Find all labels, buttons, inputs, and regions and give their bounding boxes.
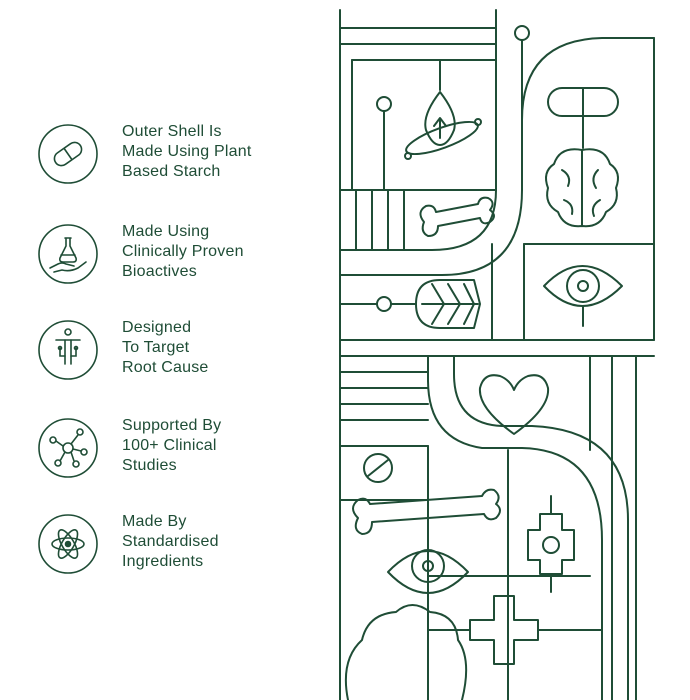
feature-plant-starch: Outer Shell Is Made Using Plant Based St… <box>36 122 316 186</box>
feature-label: Made By Standardised Ingredients <box>122 513 219 570</box>
feature-clinical-studies: Supported By 100+ Clinical Studies <box>36 416 316 480</box>
molecule-network-icon <box>36 416 100 480</box>
feature-label: Designed To Target Root Cause <box>122 319 209 376</box>
feature-clinical-bioactives: Made Using Clinically Proven Bioactives <box>36 222 316 286</box>
feature-standardised-ingredients: Made By Standardised Ingredients <box>36 512 316 576</box>
health-illustration <box>332 0 690 700</box>
feature-root-cause: Designed To Target Root Cause <box>36 318 316 382</box>
feature-label: Supported By 100+ Clinical Studies <box>122 417 222 474</box>
hand-flask-icon <box>36 222 100 286</box>
capsule-icon <box>36 122 100 186</box>
atom-icon <box>36 512 100 576</box>
feature-label: Outer Shell Is Made Using Plant Based St… <box>122 123 252 180</box>
feature-label: Made Using Clinically Proven Bioactives <box>122 223 244 280</box>
human-target-icon <box>36 318 100 382</box>
